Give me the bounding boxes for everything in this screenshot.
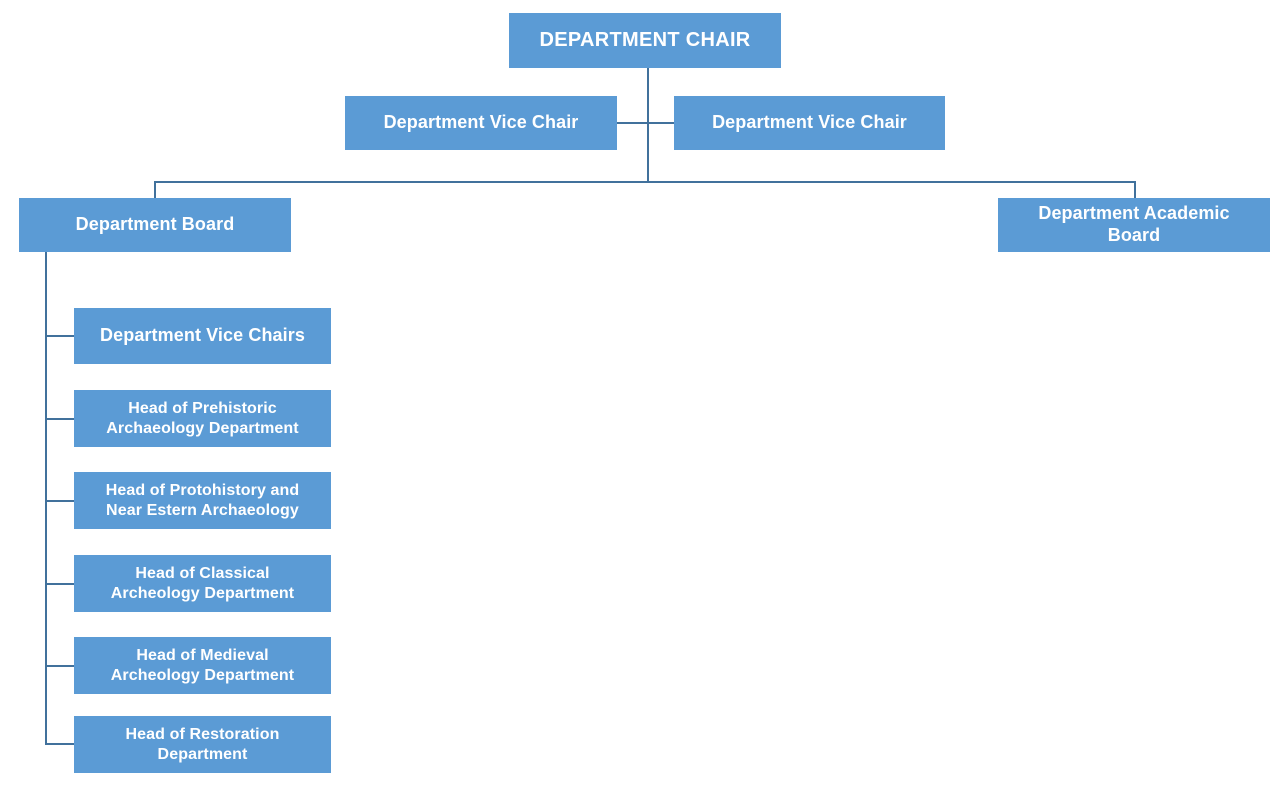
connector-stub-sub-3 <box>45 500 74 502</box>
connector-stub-sub-4 <box>45 583 74 585</box>
node-department-chair-label: DEPARTMENT CHAIR <box>539 29 751 52</box>
node-head-classical-archeology-label: Head of Classical Archeology Department <box>110 564 295 602</box>
node-head-prehistoric-archaeology[interactable]: Head of Prehistoric Archaeology Departme… <box>74 390 331 447</box>
node-head-protohistory-near-eastern[interactable]: Head of Protohistory and Near Estern Arc… <box>74 472 331 529</box>
connector-stub-sub-5 <box>45 665 74 667</box>
node-department-vice-chair-left[interactable]: Department Vice Chair <box>345 96 617 150</box>
connector-stub-sub-1 <box>45 335 74 337</box>
node-head-prehistoric-archaeology-label: Head of Prehistoric Archaeology Departme… <box>106 399 299 437</box>
node-department-vice-chair-right[interactable]: Department Vice Chair <box>674 96 945 150</box>
node-department-vice-chairs[interactable]: Department Vice Chairs <box>74 308 331 364</box>
node-head-restoration[interactable]: Head of Restoration Department <box>74 716 331 773</box>
node-department-chair[interactable]: DEPARTMENT CHAIR <box>509 13 781 68</box>
connector-chair-trunk <box>647 67 649 182</box>
node-department-academic-board-label: Department Academic Board <box>1038 203 1230 245</box>
connector-board-spine <box>45 251 47 745</box>
node-head-protohistory-near-eastern-label: Head of Protohistory and Near Estern Arc… <box>105 481 300 519</box>
node-head-medieval-archeology[interactable]: Head of Medieval Archeology Department <box>74 637 331 694</box>
connector-vice-left-horizontal <box>617 122 648 124</box>
node-department-vice-chair-right-label: Department Vice Chair <box>712 112 907 133</box>
connector-level3-bus <box>154 181 1136 183</box>
node-department-board-label: Department Board <box>75 214 235 235</box>
node-department-vice-chairs-label: Department Vice Chairs <box>100 325 305 346</box>
node-head-classical-archeology[interactable]: Head of Classical Archeology Department <box>74 555 331 612</box>
node-department-vice-chair-left-label: Department Vice Chair <box>383 112 579 133</box>
node-head-restoration-label: Head of Restoration Department <box>125 725 280 763</box>
connector-stub-sub-2 <box>45 418 74 420</box>
connector-vice-right-horizontal <box>647 122 675 124</box>
node-department-academic-board[interactable]: Department Academic Board <box>998 198 1270 252</box>
connector-drop-department-board <box>154 181 156 199</box>
node-department-board[interactable]: Department Board <box>19 198 291 252</box>
connector-stub-sub-6 <box>45 743 74 745</box>
connector-drop-academic-board <box>1134 181 1136 199</box>
node-head-medieval-archeology-label: Head of Medieval Archeology Department <box>110 646 295 684</box>
